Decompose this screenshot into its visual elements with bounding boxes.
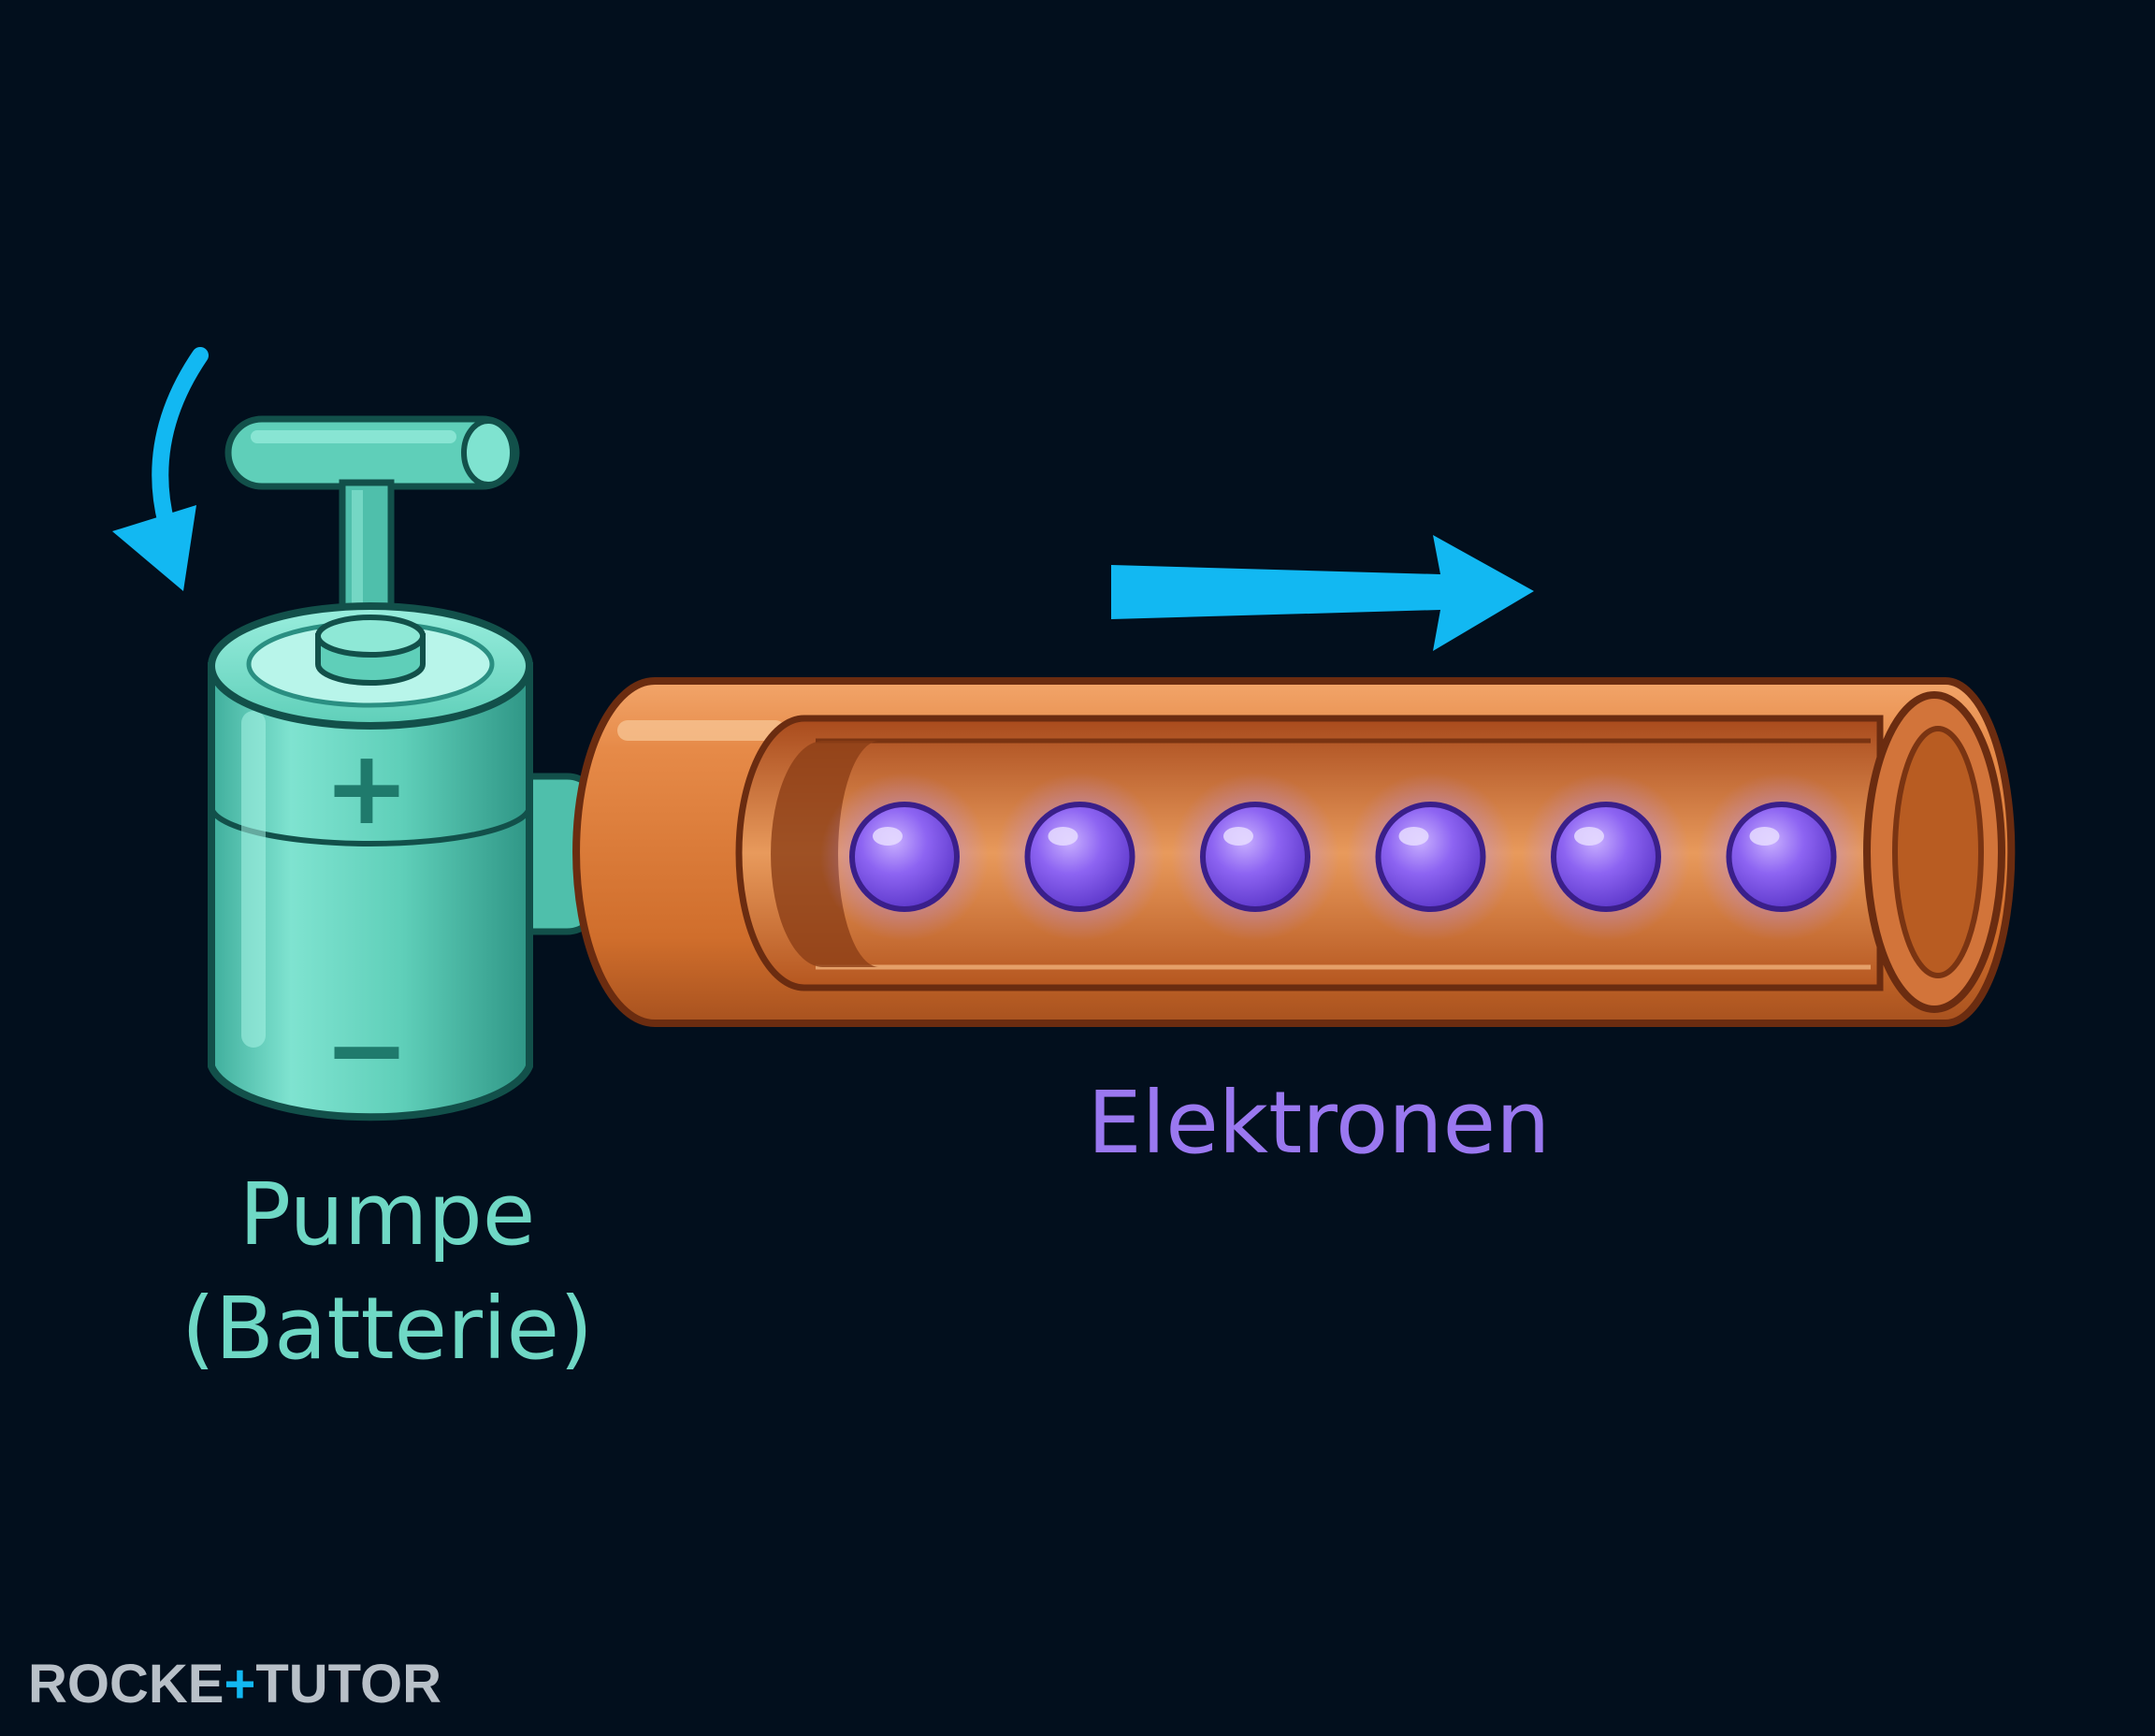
pump-battery: + −	[208, 415, 602, 1121]
logo-part2: TUTO	[255, 1654, 402, 1714]
pump-label-line1: Pumpe	[239, 1165, 536, 1265]
electron	[995, 773, 1164, 941]
electrons	[820, 773, 1866, 941]
electron	[820, 773, 989, 941]
electron	[1522, 773, 1690, 941]
minus-icon: −	[324, 990, 410, 1109]
electron	[1697, 773, 1866, 941]
curved-arrow-down-icon	[112, 347, 209, 591]
logo-accent: +	[224, 1654, 255, 1714]
electron	[1346, 773, 1515, 941]
plus-icon: +	[324, 728, 410, 847]
logo-part3: R	[402, 1654, 441, 1714]
pump-body	[208, 602, 533, 1121]
logo-part1: ROCKE	[28, 1654, 224, 1714]
pump-handle	[224, 415, 520, 636]
arrow-right-icon	[1111, 535, 1534, 651]
electron	[1171, 773, 1339, 941]
electrons-label: Elektronen	[1088, 1073, 1551, 1173]
logo: ROCKE+TUTOR	[28, 1654, 441, 1714]
pump-label-line2: (Batterie)	[181, 1279, 593, 1379]
